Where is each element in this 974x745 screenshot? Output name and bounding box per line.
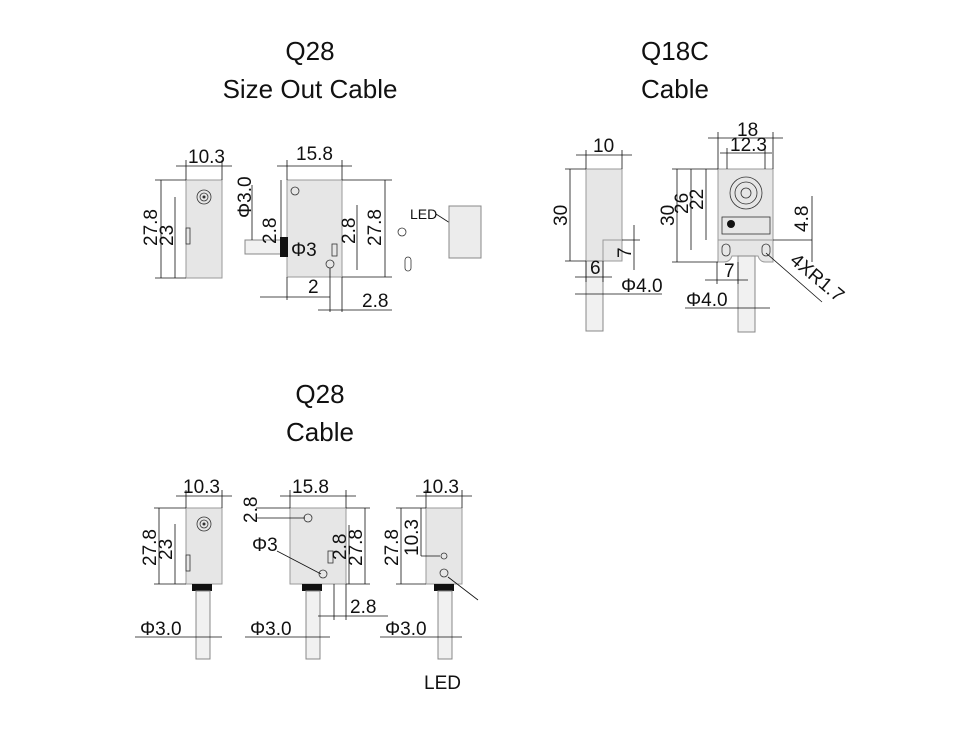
- q28-out-cable-gland: [280, 237, 288, 257]
- q28-cable-rear-body: [425, 507, 463, 585]
- title-q18c: Q18C Cable: [600, 32, 750, 108]
- q28-out-led-label: LED: [410, 206, 437, 222]
- q28-cable-side-height: 27.8: [140, 529, 161, 566]
- q28-out-hole-offset: 2.8: [260, 218, 281, 244]
- q28-cable-rear-height: 27.8: [382, 529, 403, 566]
- q28-cable-front-bottom: 2.8: [350, 597, 376, 618]
- title-q28-size-out-line2: Size Out Cable: [222, 74, 398, 104]
- q18c-front-sensor-icon: [729, 176, 763, 210]
- q28-cable-rear-cable: [437, 590, 453, 660]
- q18c-side-phi: Φ4.0: [621, 276, 663, 297]
- q28-out-side-height: 27.8: [141, 209, 162, 246]
- q28-cable-side-phi: Φ3.0: [140, 619, 182, 640]
- q28-cable-led-icon: [439, 568, 449, 578]
- q28-out-side-body: [185, 179, 223, 279]
- title-q28-size-out: Q28 Size Out Cable: [190, 32, 430, 108]
- title-q18c-line2: Cable: [641, 74, 709, 104]
- q18c-front-inner-width: 12.3: [730, 135, 767, 156]
- q28-cable-rear-phi: Φ3.0: [385, 619, 427, 640]
- q28-out-bottom-offset: 2: [308, 277, 319, 298]
- q28-cable-rear-width: 10.3: [422, 477, 459, 498]
- q18c-front-h3: 22: [687, 189, 708, 210]
- q28-out-phi-hole: Φ3: [291, 240, 317, 261]
- q18c-front-width: 18: [737, 120, 758, 141]
- q28-cable-side-body: [185, 507, 223, 585]
- q18c-front-height: 30: [658, 205, 679, 226]
- q28-cable-side-inner: 23: [156, 539, 177, 560]
- title-q18c-line1: Q18C: [641, 36, 709, 66]
- q28-cable-side-width: 10.3: [183, 477, 220, 498]
- q28-out-phi-cable: Φ3.0: [235, 176, 256, 218]
- q28-cable-front-offset: 2.8: [330, 534, 351, 560]
- q28-out-right-offset: 2.8: [339, 218, 360, 244]
- q18c-front-right: 4.8: [792, 206, 813, 232]
- q28-out-front-width: 15.8: [296, 144, 333, 165]
- q28-out-led-detail: LED: [397, 205, 482, 272]
- q28-cable-front-cable: [305, 590, 321, 660]
- q18c-front-h2: 26: [672, 193, 693, 214]
- q28-cable-front-phi-hole: Φ3: [252, 535, 278, 556]
- q28-out-side-sensor-icon: [196, 189, 212, 205]
- title-q28-cable: Q28 Cable: [240, 375, 400, 451]
- title-q28-cable-line2: Cable: [286, 417, 354, 447]
- title-q28-size-out-line1: Q28: [285, 36, 335, 66]
- q28-out-led-icon: [397, 227, 407, 237]
- q28-cable-led-label: LED: [424, 673, 461, 694]
- q18c-side-width: 10: [593, 136, 614, 157]
- q18c-side-cable: [585, 260, 604, 332]
- q18c-front-body: [717, 168, 774, 241]
- q28-out-bottom-right: 2.8: [362, 291, 388, 312]
- q28-cable-side-view: 10.3 27.8 23 Φ3.0: [135, 477, 232, 660]
- q18c-side-bottom: 6: [590, 258, 601, 279]
- q28-out-led-housing: [448, 205, 482, 259]
- q28-cable-front-height: 27.8: [346, 529, 367, 566]
- q28-cable-rear-view: 10.3 27.8 10.3 Φ3.0 LED: [380, 477, 479, 694]
- q28-cable-front-top: 2.8: [241, 497, 262, 523]
- q18c-front-view: 18 12.3 30 26 22 4.8 4XR1.7 7 Φ4.0: [658, 120, 848, 333]
- q28-cable-side-sensor-icon: [196, 516, 212, 532]
- q28-out-front-height: 27.8: [365, 209, 386, 246]
- q18c-front-cable: [737, 255, 756, 333]
- q18c-side-step: 7: [615, 247, 636, 258]
- title-q28-cable-line1: Q28: [295, 379, 345, 409]
- q18c-side-height: 30: [551, 205, 572, 226]
- q28-out-side-width: 10.3: [188, 147, 225, 168]
- q28-cable-front-phi: Φ3.0: [250, 619, 292, 640]
- q18c-front-bottom: 7: [724, 261, 735, 282]
- q18c-front-phi: Φ4.0: [686, 290, 728, 311]
- q28-out-side-inner: 23: [157, 225, 178, 246]
- q28-out-side-view: 10.3 27.8 23: [141, 147, 232, 279]
- q28-cable-front-width: 15.8: [292, 477, 329, 498]
- q28-cable-rear-inner: 10.3: [402, 519, 423, 556]
- q18c-side-view: 10 30 7 6 Φ4.0: [551, 136, 663, 332]
- q28-out-front-view: 15.8 Φ3.0 2.8 2.8 27.8 Φ3 2 2.8: [235, 144, 392, 312]
- q28-cable-side-cable: [195, 590, 211, 660]
- q28-cable-front-view: 15.8 2.8 Φ3 2.8 27.8 2.8 Φ3.0: [241, 477, 388, 660]
